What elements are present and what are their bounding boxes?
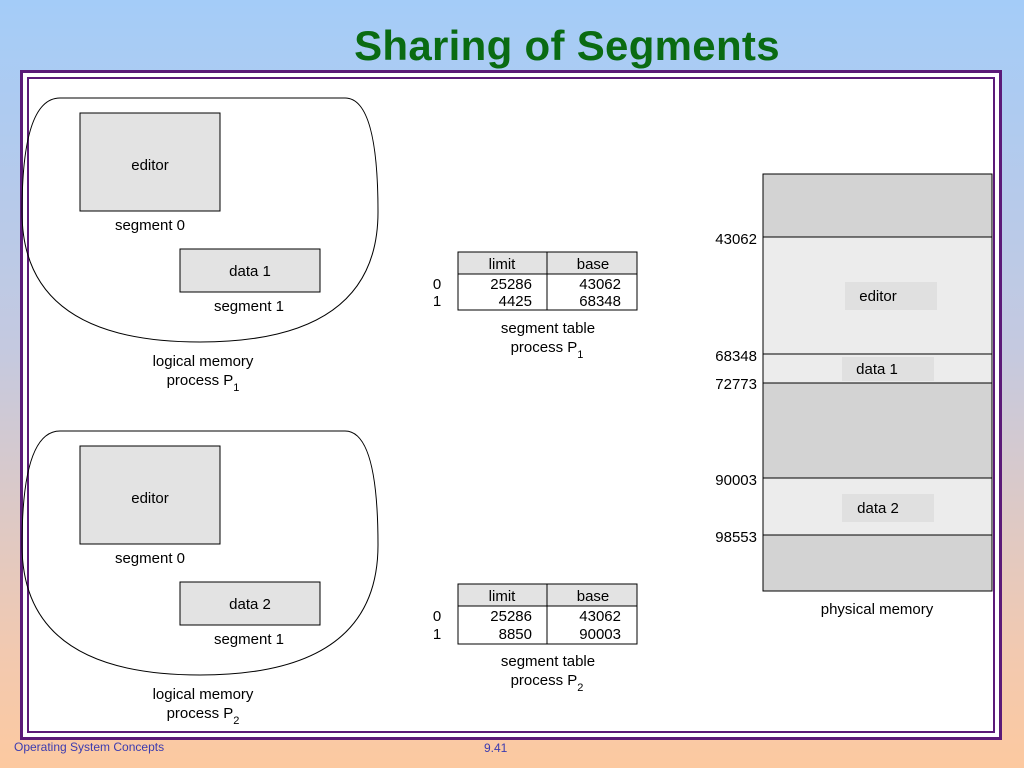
segment-table-limit-1-p1: 4425 xyxy=(499,293,532,310)
content-frame-inner xyxy=(27,77,995,733)
segment-table-limit-1-p2: 8850 xyxy=(499,626,532,643)
physical-label-bg-data1 xyxy=(842,357,934,381)
segment-table-index-1-p1: 1 xyxy=(433,293,441,310)
footer-course-title: Operating System Concepts xyxy=(14,740,165,754)
segment-table-caption-p1: segment table xyxy=(501,320,595,337)
physical-block-middle-free xyxy=(763,383,992,478)
slide-title: Sharing of Segments xyxy=(354,22,780,69)
segment-box-editor-p1 xyxy=(79,112,221,212)
segment-name-data2-p2: data 2 xyxy=(229,596,271,613)
segment-box-editor-p2 xyxy=(79,445,221,545)
process-sub-p2: 2 xyxy=(233,715,239,727)
segment-table-process-p2: process P2 xyxy=(511,672,584,694)
physical-address-43062: 43062 xyxy=(715,231,757,248)
table-process-prefix-p2: process P xyxy=(511,672,578,689)
physical-block-label-editor: editor xyxy=(859,288,897,305)
table-process-sub-p1: 1 xyxy=(577,349,583,361)
segment-table-header-base-p2: base xyxy=(577,588,610,605)
segment-table-limit-0-p2: 25286 xyxy=(490,608,532,625)
process-sub-p1: 1 xyxy=(233,382,239,394)
segment-name-data1-p1: data 1 xyxy=(229,263,271,280)
physical-address-72773: 72773 xyxy=(715,376,757,393)
segment-table-index-1-p2: 1 xyxy=(433,626,441,643)
logical-memory-outline-p2 xyxy=(21,430,379,676)
process-prefix-p2: process P xyxy=(167,705,234,722)
physical-address-98553: 98553 xyxy=(715,529,757,546)
segment-table-base-0-p2: 43062 xyxy=(579,608,621,625)
physical-address-68348: 68348 xyxy=(715,348,757,365)
segment-table-base-1-p1: 68348 xyxy=(579,293,621,310)
physical-block-label-data1: data 1 xyxy=(856,361,898,378)
physical-label-bg-data2 xyxy=(842,494,934,522)
segment-box-data2-p2 xyxy=(179,581,321,626)
footer-page-number: 9.41 xyxy=(484,741,508,755)
physical-memory-caption: physical memory xyxy=(821,601,934,618)
process-caption-p1: process P1 xyxy=(167,372,240,394)
physical-block-label-data2: data 2 xyxy=(857,500,899,517)
physical-address-90003: 90003 xyxy=(715,472,757,489)
segment-table-caption-p2: segment table xyxy=(501,653,595,670)
table-process-sub-p2: 2 xyxy=(577,682,583,694)
segment-box-data1-p1 xyxy=(179,248,321,293)
segment-table-header-limit-p1: limit xyxy=(489,256,516,273)
logical-memory-caption-p2: logical memory xyxy=(153,686,254,703)
physical-label-bg-editor xyxy=(845,282,937,310)
segment-name-editor-p1: editor xyxy=(131,157,169,174)
physical-block-top-free xyxy=(763,174,992,237)
segment-label-0-p1: segment 0 xyxy=(115,217,185,234)
table-process-prefix-p1: process P xyxy=(511,339,578,356)
segment-label-1-p1: segment 1 xyxy=(214,298,284,315)
segment-label-1-p2: segment 1 xyxy=(214,631,284,648)
segment-table-base-1-p2: 90003 xyxy=(579,626,621,643)
segment-table-index-0-p1: 0 xyxy=(433,276,441,293)
process-prefix-p1: process P xyxy=(167,372,234,389)
segment-name-editor-p2: editor xyxy=(131,490,169,507)
segment-table-index-0-p2: 0 xyxy=(433,608,441,625)
logical-memory-outline-p1 xyxy=(21,97,379,343)
segment-table-limit-0-p1: 25286 xyxy=(490,276,532,293)
segment-label-0-p2: segment 0 xyxy=(115,550,185,567)
physical-block-bottom-free xyxy=(763,535,992,591)
process-caption-p2: process P2 xyxy=(167,705,240,727)
segment-table-header-limit-p2: limit xyxy=(489,588,516,605)
logical-memory-caption-p1: logical memory xyxy=(153,353,254,370)
segment-table-process-p1: process P1 xyxy=(511,339,584,361)
segment-table-base-0-p1: 43062 xyxy=(579,276,621,293)
segment-table-header-base-p1: base xyxy=(577,256,610,273)
